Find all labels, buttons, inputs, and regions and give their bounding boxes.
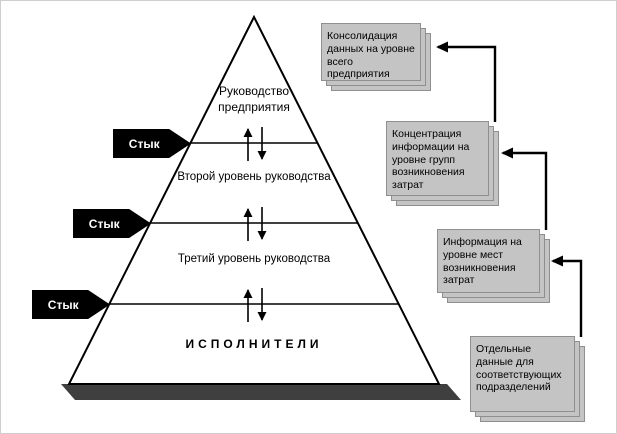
pyramid-level-2-label: Второй уровень руководства [177,171,331,183]
junction-flag-1-label: Стык [128,136,160,151]
junction-flag-2-label: Стык [88,216,120,231]
card-cost-location-information: Информация на уровне мест возникновения … [437,229,550,303]
pyramid-level-3-label: Третий уровень руководства [177,253,331,265]
card-enterprise-consolidation: Консолидация данных на уровне всего пред… [321,23,431,91]
junction-flag-3-label: Стык [47,297,79,312]
pyramid-level-4-label: ИСПОЛНИТЕЛИ [185,337,323,351]
card-cost-group-concentration-label: Концентрация информации на уровне групп … [386,121,489,196]
card-department-data-label: Отдельные данные для соответствующих под… [470,336,575,412]
card-enterprise-consolidation-label: Консолидация данных на уровне всего пред… [321,23,421,81]
connector-card3-to-card2 [501,147,548,230]
pyramid-triangle [67,14,441,385]
connector-card4-to-card3 [551,255,583,337]
card-cost-location-information-label: Информация на уровне мест возникновения … [437,229,540,293]
card-department-data: Отдельные данные для соответствующих под… [470,336,585,422]
connector-card2-to-card1 [436,41,497,122]
pyramid-shadow [61,384,461,400]
pyramid-level-1-label: Руководство предприятия [218,84,290,114]
card-cost-group-concentration: Концентрация информации на уровне групп … [386,121,499,206]
